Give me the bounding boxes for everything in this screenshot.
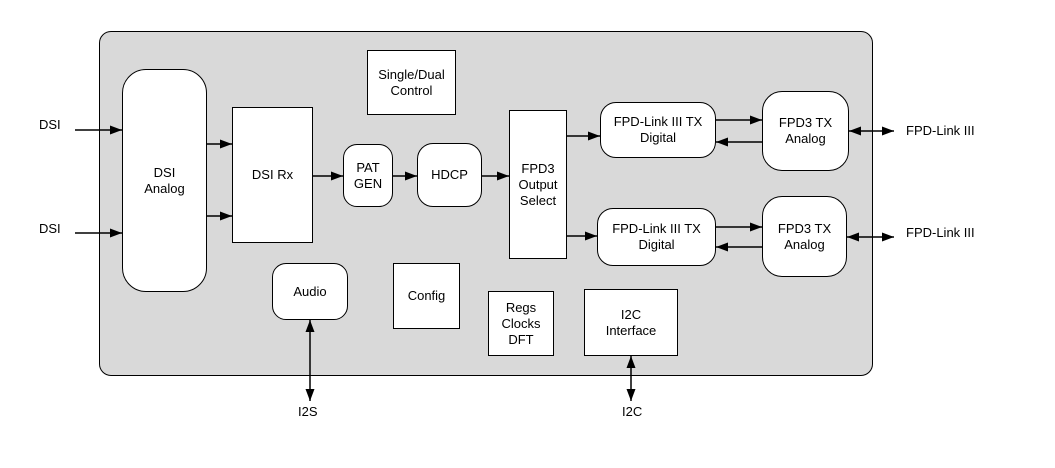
label-i2c: I2C	[622, 404, 643, 419]
block-pat-gen: PAT GEN	[343, 144, 393, 207]
block-audio-label: Audio	[293, 283, 327, 299]
block-single-dual-control: Single/Dual Control	[367, 50, 456, 115]
block-fpd3-tx-analog-1-label: FPD3 TX Analog	[778, 115, 833, 146]
block-fpd-link-tx-digital-1: FPD-Link III TX Digital	[600, 102, 716, 158]
block-pat-gen-label: PAT GEN	[353, 159, 383, 191]
block-dsi-analog-label: DSI Analog	[144, 164, 185, 196]
block-hdcp: HDCP	[417, 143, 482, 207]
chip-body	[99, 31, 873, 376]
label-dsi-input-1: DSI	[39, 117, 61, 132]
block-config-label: Config	[407, 288, 446, 303]
block-fpd3-tx-analog-2: FPD3 TX Analog	[762, 196, 847, 277]
block-dsi-rx-label: DSI Rx	[251, 167, 294, 182]
block-i2c-interface: I2C Interface	[584, 289, 678, 356]
block-fpd3-output-select: FPD3 Output Select	[509, 110, 567, 259]
block-single-dual-control-label: Single/Dual Control	[378, 66, 445, 98]
block-fpd-link-tx-digital-1-label: FPD-Link III TX Digital	[613, 114, 703, 145]
label-i2s: I2S	[298, 404, 318, 419]
block-config: Config	[393, 263, 460, 329]
block-hdcp-label: HDCP	[431, 167, 468, 182]
block-fpd3-output-select-label: FPD3 Output Select	[518, 160, 558, 208]
block-audio: Audio	[272, 263, 348, 320]
block-fpd3-tx-analog-2-label: FPD3 TX Analog	[777, 220, 832, 252]
block-dsi-analog: DSI Analog	[122, 69, 207, 292]
block-fpd-link-tx-digital-2: FPD-Link III TX Digital	[597, 208, 716, 266]
block-fpd-link-tx-digital-2-label: FPD-Link III TX Digital	[612, 221, 701, 252]
block-i2c-interface-label: I2C Interface	[605, 306, 657, 338]
label-dsi-input-2: DSI	[39, 221, 61, 236]
block-dsi-rx: DSI Rx	[232, 107, 313, 243]
block-regs-clocks-dft-label: Regs Clocks DFT	[501, 299, 541, 347]
block-fpd3-tx-analog-1: FPD3 TX Analog	[762, 91, 849, 171]
label-fpd-link-out-1: FPD-Link III	[906, 123, 975, 138]
block-regs-clocks-dft: Regs Clocks DFT	[488, 291, 554, 356]
label-fpd-link-out-2: FPD-Link III	[906, 225, 975, 240]
